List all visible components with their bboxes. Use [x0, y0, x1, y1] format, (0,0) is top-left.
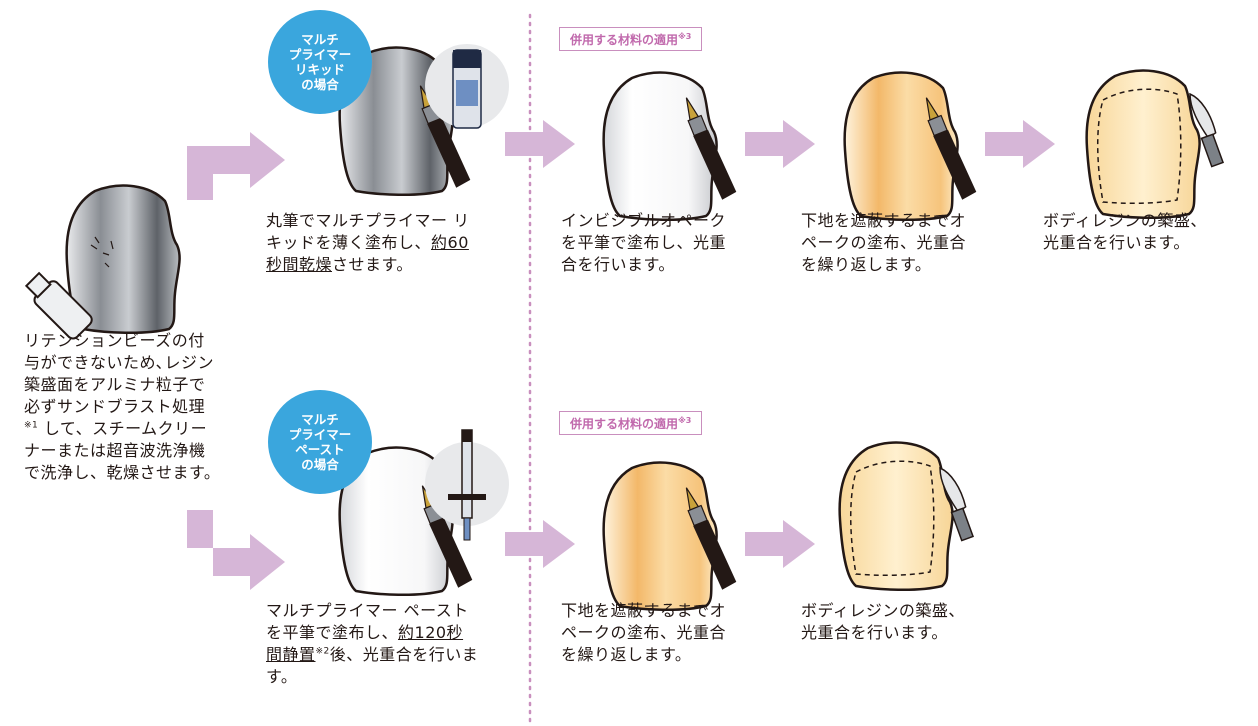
- footnote-mark: ※2: [315, 646, 330, 657]
- tag-note: ※3: [678, 32, 692, 41]
- tooth-body-icon: [1085, 69, 1201, 220]
- arrow-right-icon: [187, 132, 285, 200]
- spray-bottle-icon: [24, 271, 93, 340]
- badge-line: ペースト: [295, 442, 345, 457]
- caption-line: マルチプライマー ペースト: [266, 601, 469, 620]
- arrow-right-icon: [187, 510, 285, 590]
- caption-line: 下地を遮蔽するまでオ: [561, 601, 727, 620]
- caption-line: させます。: [332, 255, 413, 274]
- caption-line: 必ずサンドブラスト処理: [24, 397, 206, 416]
- bottom-step2-caption: 下地を遮蔽するまでオ ペークの塗布、光重合 を繰り返します。: [561, 600, 761, 666]
- caption-line: 与ができないため､レジン: [24, 353, 215, 372]
- caption-emphasis: 間静置: [266, 645, 316, 664]
- badge-line: マルチ: [301, 412, 339, 427]
- top-step2-caption: インビジブルオペーク を平筆で塗布し、光重 合を行います。: [561, 210, 761, 276]
- liquid-bottle-icon: [452, 49, 482, 129]
- arrow-right-icon: [505, 520, 575, 568]
- arrow-right-icon: [745, 520, 815, 568]
- badge-paste: マルチ プライマー ペースト の場合: [268, 390, 372, 494]
- bottom-step1-caption: マルチプライマー ペースト を平筆で塗布し、約120秒 間静置※2後、光重合を行…: [266, 600, 526, 688]
- caption-line: 後、光重合を行いま: [329, 645, 479, 664]
- caption-line: で洗浄し、乾燥させます。: [24, 463, 221, 482]
- top-step4-caption: ボディレジンの築盛、 光重合を行います。: [1043, 210, 1253, 254]
- arrow-right-icon: [745, 120, 815, 168]
- caption-line: 築盛面をアルミナ粒子で: [24, 375, 206, 394]
- badge-line: マルチ: [301, 32, 339, 47]
- caption-line: キッドを薄く塗布し、: [266, 233, 432, 252]
- caption-line: 光重合を行います。: [801, 623, 948, 642]
- caption-line: して、スチームクリー: [38, 419, 208, 438]
- tag-note: ※3: [678, 416, 692, 425]
- top-step1-caption: 丸筆でマルチプライマー リ キッドを薄く塗布し、約60 秒間乾燥させます。: [266, 210, 526, 276]
- badge-liquid: マルチ プライマー リキッド の場合: [268, 10, 372, 114]
- caption-emphasis: 約120秒: [398, 623, 464, 642]
- caption-line: インビジブルオペーク: [561, 211, 727, 230]
- caption-line: を平筆で塗布し、: [266, 623, 399, 642]
- badge-line: プライマー: [288, 47, 352, 62]
- caption-emphasis: 秒間乾燥: [266, 255, 333, 274]
- caption-line: す。: [266, 667, 298, 686]
- syringe-icon: [448, 429, 486, 541]
- section-tag-bottom: 併用する材料の適用※3: [559, 411, 703, 435]
- caption-line: ナーまたは超音波洗浄機: [24, 441, 206, 460]
- tooth-metal-icon: [65, 184, 181, 335]
- badge-line: プライマー: [288, 427, 352, 442]
- tag-label: 併用する材料の適用: [570, 417, 679, 431]
- caption-line: ペークの塗布、光重合: [801, 233, 967, 252]
- badge-line: の場合: [301, 457, 339, 472]
- caption-line: 下地を遮蔽するまでオ: [801, 211, 967, 230]
- caption-line: を繰り返します。: [801, 255, 932, 274]
- caption-line: ペークの塗布、光重合: [561, 623, 727, 642]
- caption-line: ボディレジンの築盛、: [801, 601, 965, 620]
- caption-line: 丸筆でマルチプライマー リ: [266, 211, 470, 230]
- top-step3-caption: 下地を遮蔽するまでオ ペークの塗布、光重合 を繰り返します。: [801, 210, 1001, 276]
- badge-line: の場合: [301, 77, 339, 92]
- tooth-body-icon: [838, 441, 954, 592]
- caption-line: 合を行います。: [561, 255, 675, 274]
- caption-line: リテンションビーズの付: [24, 331, 205, 350]
- caption-line: を平筆で塗布し、光重: [561, 233, 727, 252]
- caption-line: ボディレジンの築盛、: [1043, 211, 1207, 230]
- footnote-mark: ※1: [24, 420, 39, 431]
- section-tag-top: 併用する材料の適用※3: [559, 27, 703, 51]
- badge-line: リキッド: [294, 62, 345, 77]
- arrow-right-icon: [505, 120, 575, 168]
- bottom-step3-caption: ボディレジンの築盛、 光重合を行います。: [801, 600, 1011, 644]
- arrow-right-icon: [985, 120, 1055, 168]
- start-caption: リテンションビーズの付 与ができないため､レジン 築盛面をアルミナ粒子で 必ずサ…: [24, 330, 254, 484]
- tag-label: 併用する材料の適用: [570, 33, 679, 47]
- caption-line: 光重合を行います。: [1043, 233, 1190, 252]
- caption-line: を繰り返します。: [561, 645, 692, 664]
- caption-emphasis: 約60: [431, 233, 469, 252]
